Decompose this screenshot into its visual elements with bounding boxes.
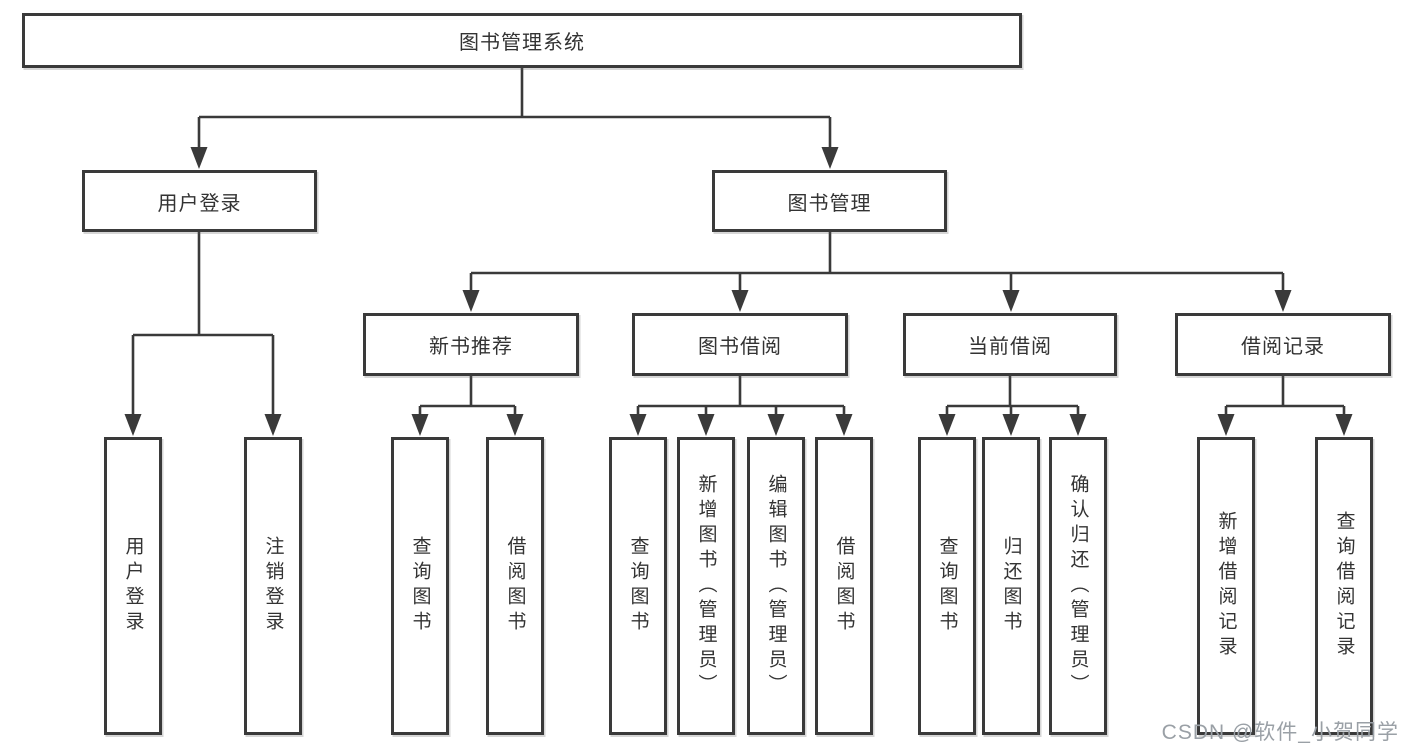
leaf-query-borrow-record-label: 查询借阅记录 — [1333, 511, 1355, 661]
leaf-query-book-borrow: 查询图书 — [609, 437, 667, 735]
leaf-logout: 注销登录 — [244, 437, 302, 735]
node-new-book-recommend-label: 新书推荐 — [429, 336, 513, 358]
leaf-add-book-admin: 新增图书（管理员） — [677, 437, 735, 735]
leaf-borrow-book: 借阅图书 — [815, 437, 873, 735]
leaf-edit-book-admin: 编辑图书（管理员） — [747, 437, 805, 735]
leaf-query-book-current: 查询图书 — [918, 437, 976, 735]
leaf-query-book-recommend-label: 查询图书 — [409, 536, 431, 636]
leaf-add-book-admin-label: 新增图书（管理员） — [695, 473, 717, 699]
leaf-add-borrow-record-label: 新增借阅记录 — [1215, 511, 1237, 661]
leaf-confirm-return-admin-label: 确认归还（管理员） — [1067, 473, 1089, 699]
leaf-query-borrow-record: 查询借阅记录 — [1315, 437, 1373, 735]
node-book-borrow: 图书借阅 — [632, 313, 848, 376]
leaf-return-book-label: 归还图书 — [1000, 536, 1022, 636]
leaf-confirm-return-admin: 确认归还（管理员） — [1049, 437, 1107, 735]
leaf-user-login-label: 用户登录 — [122, 536, 144, 636]
leaf-query-book-borrow-label: 查询图书 — [627, 536, 649, 636]
leaf-edit-book-admin-label: 编辑图书（管理员） — [765, 473, 787, 699]
leaf-add-borrow-record: 新增借阅记录 — [1197, 437, 1255, 735]
arrowheads — [124, 147, 1353, 436]
node-user-login: 用户登录 — [82, 170, 317, 232]
leaf-borrow-book-recommend-label: 借阅图书 — [504, 536, 526, 636]
leaf-borrow-book-label: 借阅图书 — [833, 536, 855, 636]
node-current-borrow-label: 当前借阅 — [968, 336, 1052, 358]
csdn-watermark-text: CSDN @软件_小贺同学 — [1161, 721, 1399, 744]
node-book-borrow-label: 图书借阅 — [698, 336, 782, 358]
node-borrow-records: 借阅记录 — [1175, 313, 1391, 376]
leaf-query-book-current-label: 查询图书 — [936, 536, 958, 636]
leaf-return-book: 归还图书 — [982, 437, 1040, 735]
leaf-query-book-recommend: 查询图书 — [391, 437, 449, 735]
node-new-book-recommend: 新书推荐 — [363, 313, 579, 376]
node-book-management: 图书管理 — [712, 170, 947, 232]
leaf-logout-label: 注销登录 — [262, 536, 284, 636]
csdn-watermark: CSDN @软件_小贺同学 — [1162, 716, 1399, 746]
node-current-borrow: 当前借阅 — [903, 313, 1117, 376]
node-book-management-label: 图书管理 — [787, 192, 872, 215]
node-user-login-label: 用户登录 — [157, 192, 242, 215]
leaf-borrow-book-recommend: 借阅图书 — [486, 437, 544, 735]
node-root-system: 图书管理系统 — [22, 13, 1022, 68]
leaf-user-login: 用户登录 — [104, 437, 162, 735]
node-borrow-records-label: 借阅记录 — [1241, 336, 1325, 358]
node-root-label: 图书管理系统 — [459, 32, 585, 54]
